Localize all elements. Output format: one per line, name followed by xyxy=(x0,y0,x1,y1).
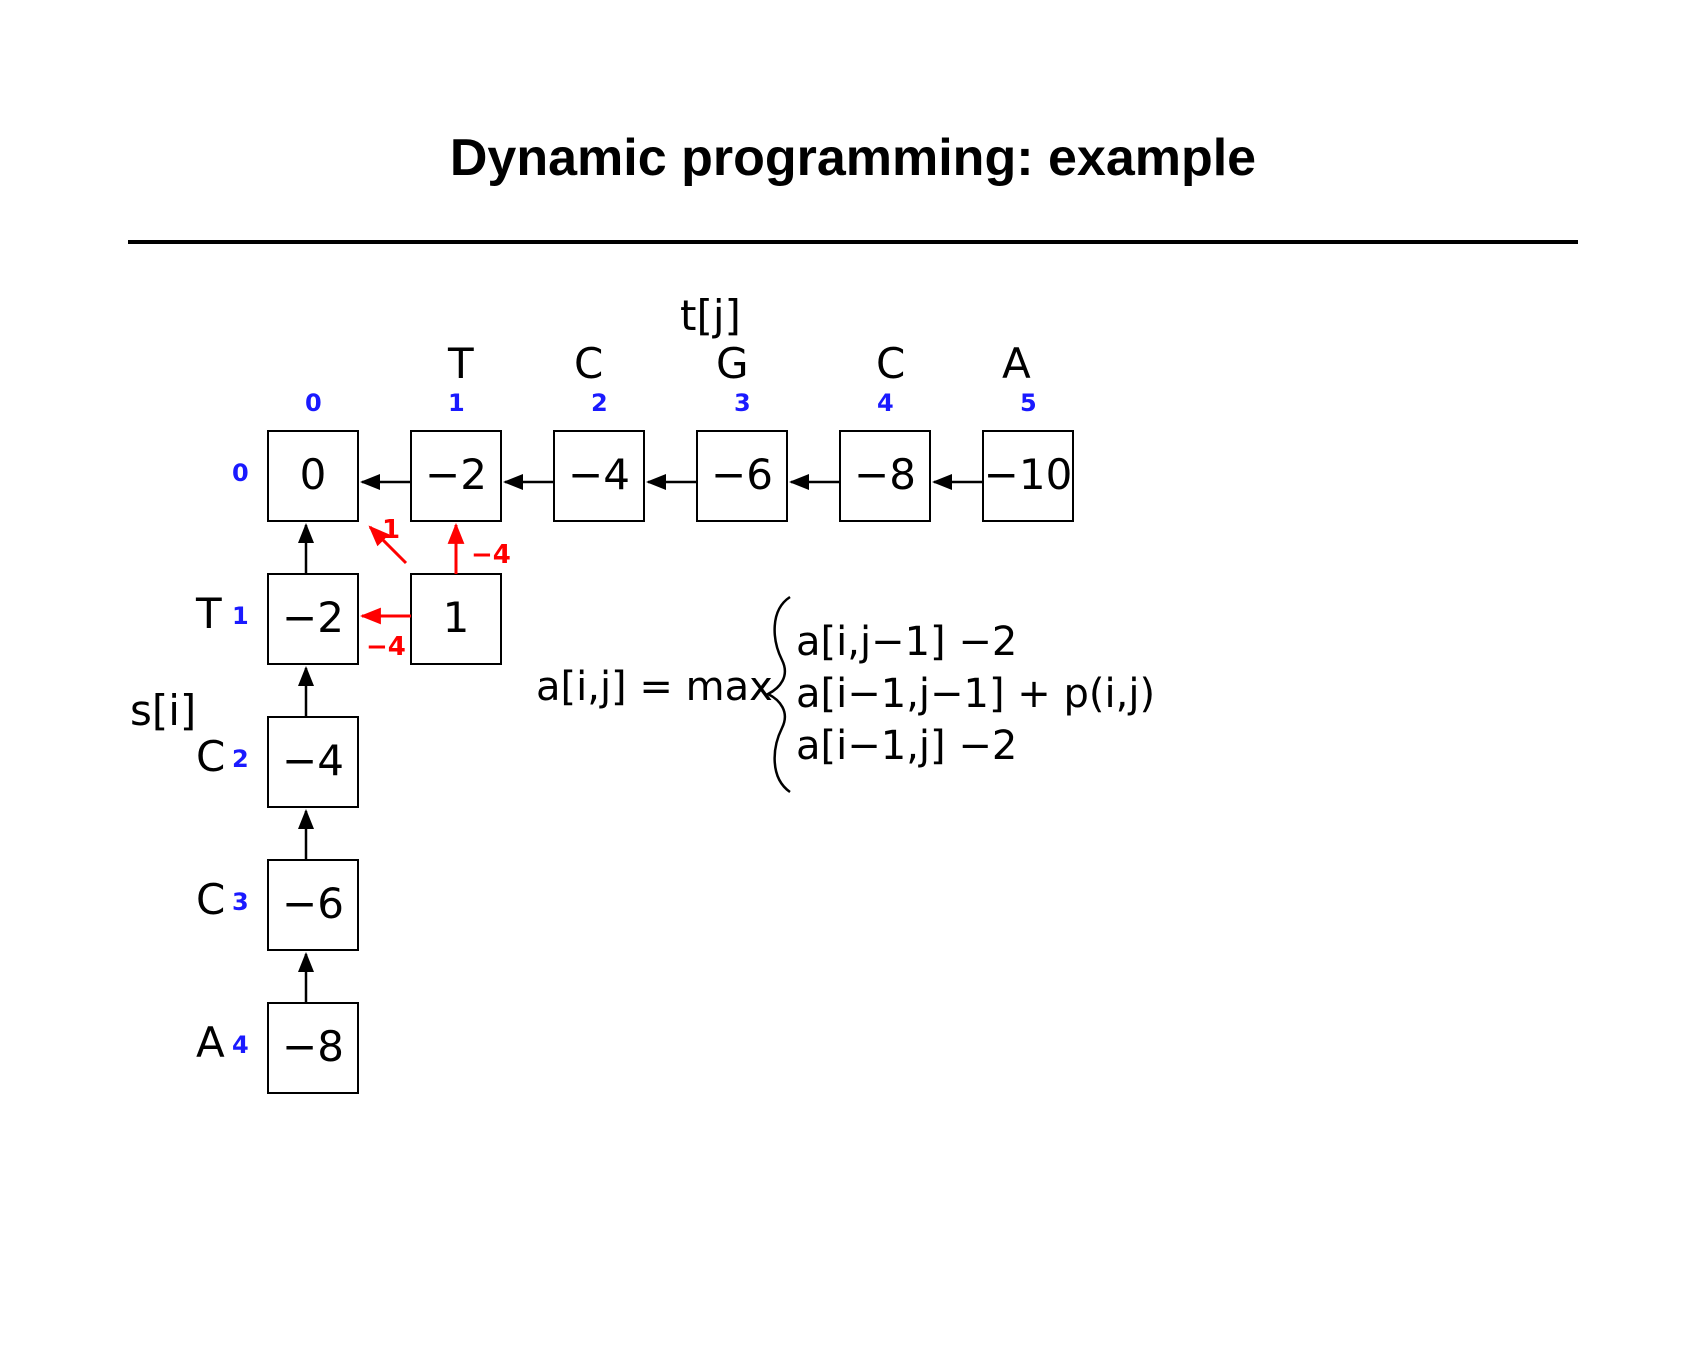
red-arrow-diagonal xyxy=(368,525,408,565)
row-index-0: 0 xyxy=(232,459,249,487)
s-letter-4: A xyxy=(196,1018,225,1067)
cell-0-1 xyxy=(410,430,502,522)
s-letter-1: T xyxy=(195,589,222,638)
cell-value-3-0: −6 xyxy=(282,879,344,928)
t-letter-2: C xyxy=(574,339,603,388)
cell-value-0-4: −8 xyxy=(854,450,916,499)
cell-value-1-1: 1 xyxy=(443,593,470,642)
row-index-3: 3 xyxy=(232,888,249,916)
cell-1-0 xyxy=(267,573,359,665)
cell-3-0 xyxy=(267,859,359,951)
title-divider xyxy=(128,240,1578,244)
col-index-0: 0 xyxy=(305,389,322,417)
col-index-2: 2 xyxy=(591,389,608,417)
cell-value-0-1: −2 xyxy=(425,450,487,499)
t-letter-3: G xyxy=(716,339,749,388)
cell-2-0 xyxy=(267,716,359,808)
t-letter-4: C xyxy=(876,339,905,388)
cell-value-4-0: −8 xyxy=(282,1022,344,1071)
cell-value-0-5: −10 xyxy=(984,450,1073,499)
cell-0-3 xyxy=(696,430,788,522)
col-index-1: 1 xyxy=(448,389,465,417)
cell-value-2-0: −4 xyxy=(282,736,344,785)
formula-case-3: a[i−1,j] −2 xyxy=(796,723,1017,769)
t-letter-5: A xyxy=(1002,339,1031,388)
s-letter-2: C xyxy=(196,732,225,781)
cell-4-0 xyxy=(267,1002,359,1094)
formula-case-2: a[i−1,j−1] + p(i,j) xyxy=(796,671,1155,717)
t-axis-label: t[j] xyxy=(680,291,741,340)
col-index-3: 3 xyxy=(734,389,751,417)
col-index-5: 5 xyxy=(1020,389,1037,417)
cell-value-0-2: −4 xyxy=(568,450,630,499)
cell-value-0-3: −6 xyxy=(711,450,773,499)
cell-0-4 xyxy=(839,430,931,522)
formula-lhs: a[i,j] = max xyxy=(536,664,773,710)
cell-value-1-0: −2 xyxy=(282,593,344,642)
row-index-1: 1 xyxy=(232,602,249,630)
red-label-left: −4 xyxy=(366,632,406,662)
slide-title: Dynamic programming: example xyxy=(449,129,1257,187)
cell-0-5 xyxy=(982,430,1074,522)
cell-0-2 xyxy=(553,430,645,522)
cell-0-0 xyxy=(267,430,359,522)
col-index-4: 4 xyxy=(877,389,894,417)
s-axis-label: s[i] xyxy=(130,686,196,735)
formula-brace xyxy=(765,595,791,794)
t-letter-1: T xyxy=(447,339,474,388)
row-index-2: 2 xyxy=(232,745,249,773)
red-label-up: −4 xyxy=(471,540,511,570)
row-index-4: 4 xyxy=(232,1031,249,1059)
s-letter-3: C xyxy=(196,875,225,924)
formula-case-1: a[i,j−1] −2 xyxy=(796,619,1017,665)
red-label-diagonal: 1 xyxy=(382,515,400,545)
cell-value-0-0: 0 xyxy=(300,450,327,499)
